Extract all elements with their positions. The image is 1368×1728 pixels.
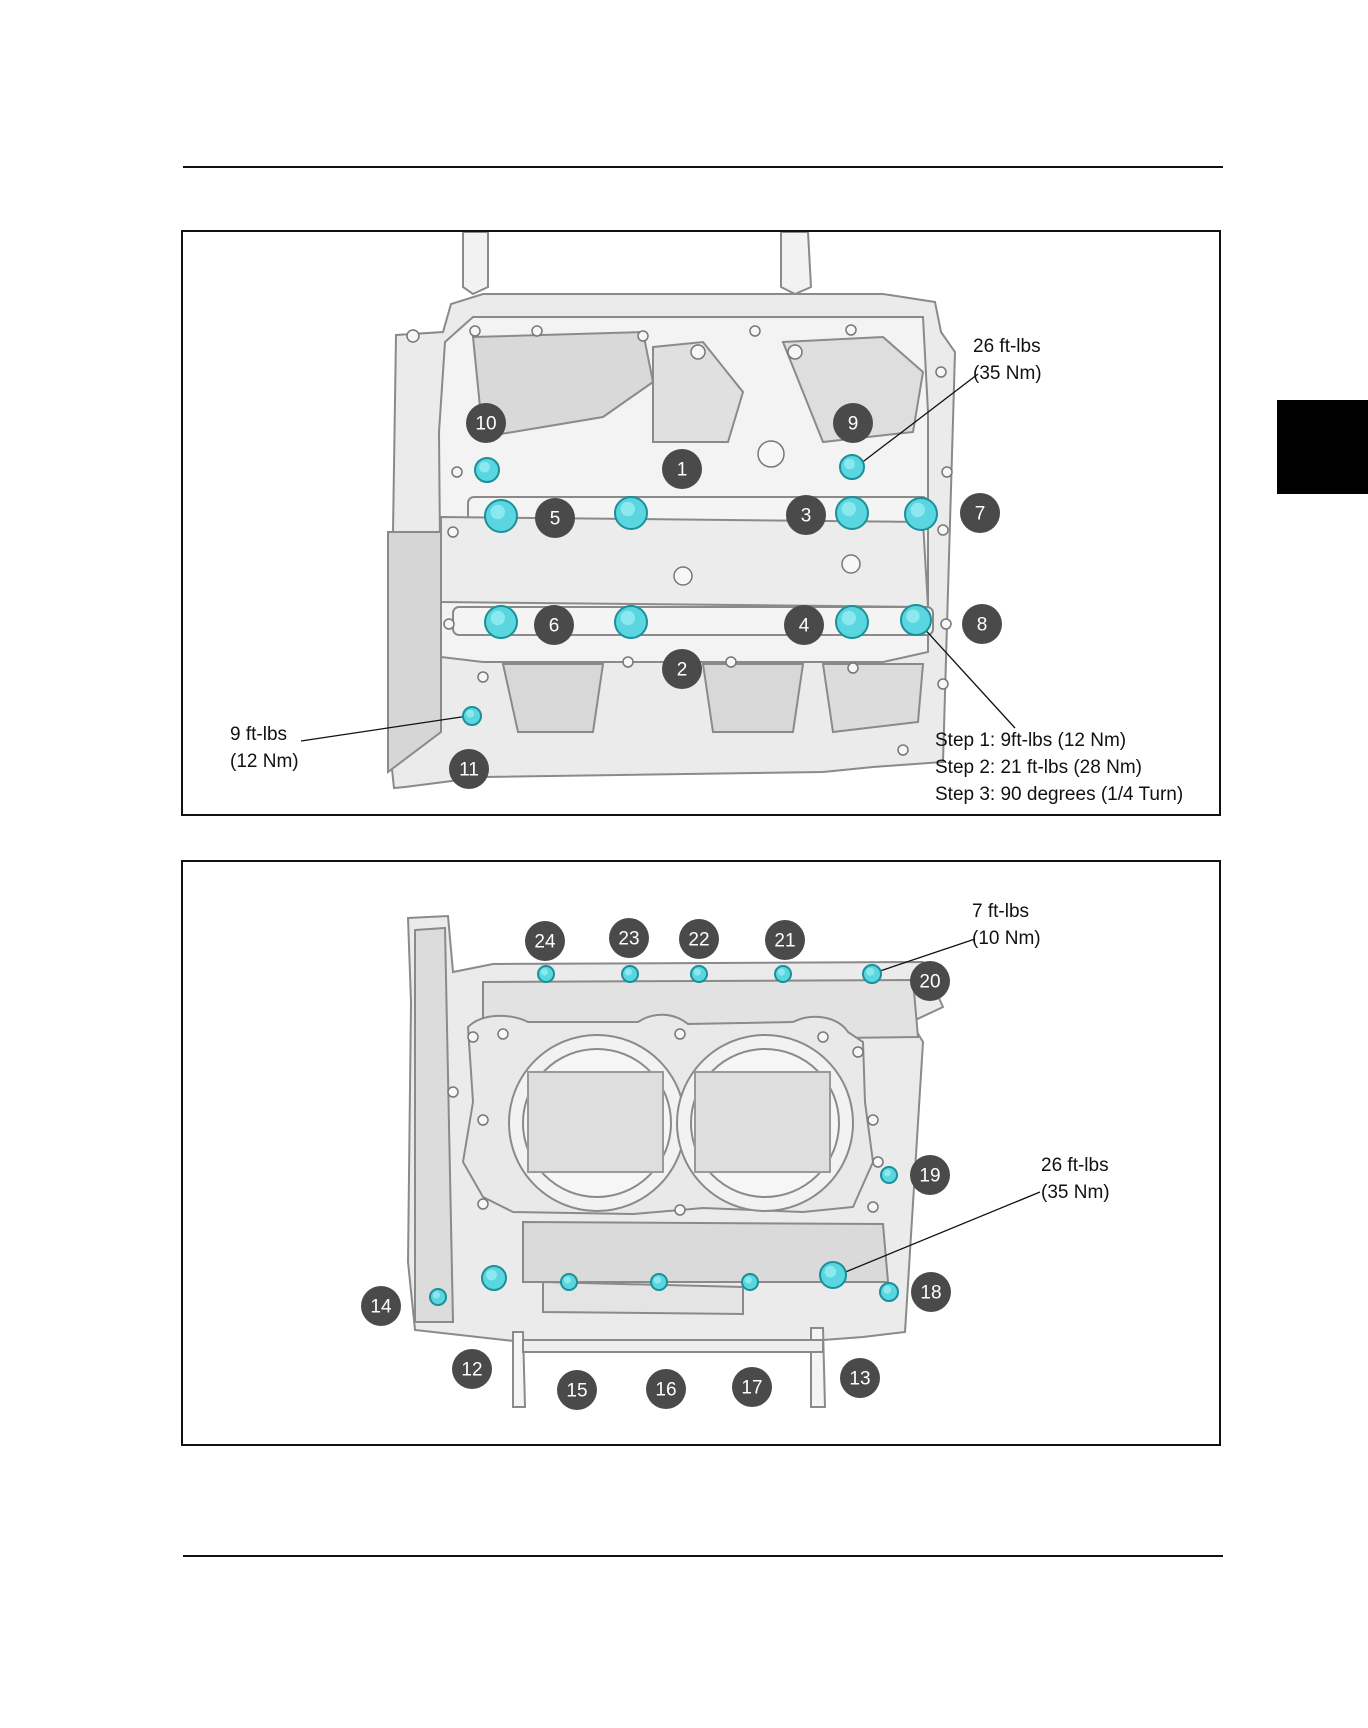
crankcase-casting [388, 232, 955, 788]
bolt-20 [863, 965, 881, 983]
bolt-4 [836, 606, 868, 638]
bolt-10 [475, 458, 499, 482]
badge-8: 8 [962, 604, 1002, 644]
svg-text:9: 9 [848, 414, 859, 435]
badge-6: 6 [534, 605, 574, 645]
badge-20: 20 [910, 961, 950, 1001]
bolt-15 [561, 1274, 577, 1290]
torque-step-1: Step 1: 9ft-lbs (12 Nm) [935, 727, 1126, 754]
svg-text:11: 11 [459, 760, 479, 781]
callout-26-ftlbs-line2: (35 Nm) [1041, 1179, 1110, 1206]
callout-9-ftlbs-line1: 9 ft-lbs [230, 721, 287, 748]
bolt-22 [691, 966, 707, 982]
torque-step-3: Step 3: 90 degrees (1/4 Turn) [935, 781, 1183, 808]
bolt-17 [742, 1274, 758, 1290]
svg-text:19: 19 [919, 1166, 940, 1187]
badge-17: 17 [732, 1367, 772, 1407]
svg-text:5: 5 [550, 509, 561, 530]
badge-11: 11 [449, 749, 489, 789]
badge-4: 4 [784, 605, 824, 645]
svg-text:4: 4 [799, 616, 810, 637]
bolt-8 [901, 605, 931, 635]
badge-13: 13 [840, 1358, 880, 1398]
bolt-24 [538, 966, 554, 982]
callout-26-ftlbs-line1: 26 ft-lbs [1041, 1152, 1109, 1179]
badge-15: 15 [557, 1370, 597, 1410]
bolt-12 [482, 1266, 506, 1290]
bolt-9 [840, 455, 864, 479]
header-rule [183, 166, 1223, 168]
badge-2: 2 [662, 649, 702, 689]
svg-text:14: 14 [370, 1297, 392, 1318]
badge-7: 7 [960, 493, 1000, 533]
bolt-5 [485, 500, 517, 532]
callout-9-ftlbs-line2: (12 Nm) [230, 748, 299, 775]
svg-text:18: 18 [920, 1283, 941, 1304]
badge-18: 18 [911, 1272, 951, 1312]
bolt-18 [880, 1283, 898, 1301]
callout-26-ftlbs-line2: (35 Nm) [973, 360, 1042, 387]
badge-22: 22 [679, 919, 719, 959]
svg-text:8: 8 [977, 615, 988, 636]
badge-1: 1 [662, 449, 702, 489]
bolt-19 [881, 1167, 897, 1183]
badge-10: 10 [466, 403, 506, 443]
figure-top-panel: 1 2 3 4 5 6 7 8 9 10 11 26 ft-lbs (35 Nm) 9 ft-lbs… [181, 230, 1221, 816]
svg-text:12: 12 [461, 1360, 482, 1381]
figure-bottom-panel: 12 13 14 15 16 17 18 19 20 21 22 23 24 7 ft-lbs (10 … [181, 860, 1221, 1446]
bolt-7 [905, 498, 937, 530]
callout-26-ftlbs-line1: 26 ft-lbs [973, 333, 1041, 360]
badge-24: 24 [525, 921, 565, 961]
svg-text:22: 22 [688, 930, 709, 951]
bolt-21 [775, 966, 791, 982]
svg-text:7: 7 [975, 504, 986, 525]
svg-text:13: 13 [849, 1369, 870, 1390]
footer-rule [183, 1555, 1223, 1557]
crankcase-casting [408, 916, 943, 1407]
svg-text:6: 6 [549, 616, 560, 637]
svg-text:2: 2 [677, 660, 688, 681]
bolt-3 [836, 497, 868, 529]
svg-text:20: 20 [919, 972, 940, 993]
svg-text:16: 16 [655, 1380, 676, 1401]
svg-text:24: 24 [534, 932, 556, 953]
bolt-1 [615, 497, 647, 529]
bolt-23 [622, 966, 638, 982]
badge-9: 9 [833, 403, 873, 443]
bolt-2 [615, 606, 647, 638]
callout-7-ftlbs-line2: (10 Nm) [972, 925, 1041, 952]
chapter-tab [1277, 400, 1368, 494]
badge-21: 21 [765, 920, 805, 960]
bolt-13 [820, 1262, 846, 1288]
badge-3: 3 [786, 495, 826, 535]
badge-12: 12 [452, 1349, 492, 1389]
badge-19: 19 [910, 1155, 950, 1195]
svg-text:21: 21 [774, 931, 795, 952]
badge-14: 14 [361, 1286, 401, 1326]
bolt-16 [651, 1274, 667, 1290]
svg-text:3: 3 [801, 506, 812, 527]
badge-16: 16 [646, 1369, 686, 1409]
bolt-14 [430, 1289, 446, 1305]
badge-23: 23 [609, 918, 649, 958]
svg-text:23: 23 [618, 929, 639, 950]
badge-5: 5 [535, 498, 575, 538]
callout-7-ftlbs-line1: 7 ft-lbs [972, 898, 1029, 925]
svg-text:17: 17 [741, 1378, 762, 1399]
svg-text:1: 1 [677, 460, 688, 481]
torque-step-2: Step 2: 21 ft-lbs (28 Nm) [935, 754, 1142, 781]
svg-text:15: 15 [566, 1381, 587, 1402]
bolt-6 [485, 606, 517, 638]
bolt-11 [463, 707, 481, 725]
svg-text:10: 10 [475, 414, 496, 435]
